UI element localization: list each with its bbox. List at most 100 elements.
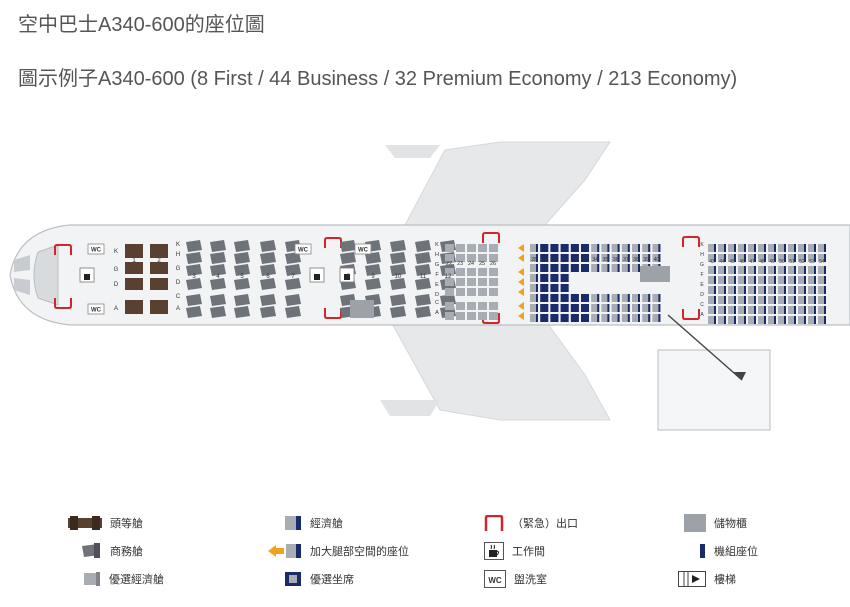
economy-seat-back <box>576 254 579 262</box>
economy-seat <box>611 294 620 302</box>
economy-seat-back <box>744 296 746 304</box>
premium-seat <box>478 244 487 252</box>
row-number: 46 <box>739 259 745 265</box>
economy-seat-back <box>814 316 816 324</box>
row-number: 3 <box>192 274 196 280</box>
economy-seat-back <box>734 316 736 324</box>
economy-seat <box>601 244 610 252</box>
preferred-seat <box>560 284 569 292</box>
preferred-seat <box>570 294 579 302</box>
toilet-label: WC <box>298 248 309 254</box>
premium-seat <box>478 312 487 320</box>
economy-seat-back <box>824 276 826 284</box>
premium-seat <box>478 268 487 276</box>
economy-seat <box>611 254 620 262</box>
economy-seat <box>808 286 816 294</box>
economy-seat <box>818 276 826 284</box>
economy-seat <box>778 266 786 274</box>
stairs-inset <box>657 314 771 431</box>
economy-seat-back <box>794 244 796 252</box>
economy-seat-back <box>824 316 826 324</box>
economy-seat <box>748 306 756 314</box>
seat-letter: D <box>700 292 704 298</box>
economy-seat-back <box>754 306 756 314</box>
economy-seat <box>758 266 766 274</box>
economy-seat-back <box>744 276 746 284</box>
economy-seat-back <box>556 284 559 292</box>
exit-marker-0 <box>54 244 72 255</box>
economy-seat <box>591 244 600 252</box>
economy-seat-back <box>714 296 716 304</box>
economy-seat <box>798 244 806 252</box>
economy-seat-back <box>714 306 716 314</box>
economy-seat <box>758 276 766 284</box>
economy-seat <box>642 244 651 252</box>
preferred-seat <box>550 274 559 282</box>
first-seat <box>150 278 168 290</box>
economy-seat <box>601 314 610 322</box>
economy-seat-back <box>754 316 756 324</box>
economy-seat <box>728 254 736 262</box>
economy-seat <box>601 304 610 312</box>
premium-seat <box>489 312 498 320</box>
economy-seat-back <box>556 264 559 272</box>
preferred-seat <box>550 264 559 272</box>
premium-seat <box>489 288 498 296</box>
economy-seat <box>601 294 610 302</box>
economy-seat-back <box>724 286 726 294</box>
economy-seat-back <box>764 266 766 274</box>
business-seat <box>186 306 202 318</box>
seat-letter: G <box>700 262 704 268</box>
premium-seat <box>445 268 454 276</box>
economy-seat-back <box>638 314 640 322</box>
svg-text:WC: WC <box>488 576 502 585</box>
economy-seat <box>718 266 726 274</box>
preferred-seat <box>560 304 569 312</box>
economy-seat-back <box>597 264 600 272</box>
business-seat <box>285 252 301 264</box>
toilet-icon: WC <box>484 570 506 588</box>
first-seat <box>150 262 168 274</box>
economy-seat-back <box>764 254 766 262</box>
economy-seat <box>808 254 816 262</box>
economy-seat-back <box>617 304 620 312</box>
business-seat <box>260 252 276 264</box>
economy-seat-back <box>556 274 559 282</box>
extra-legroom-arrow <box>518 302 524 310</box>
galley-icon <box>484 542 504 560</box>
business-seat <box>234 252 250 264</box>
economy-seat-back <box>794 286 796 294</box>
economy-seat-back <box>734 254 736 262</box>
preferred-seat <box>540 304 549 312</box>
premium-seat <box>456 312 465 320</box>
economy-seat-back <box>824 286 826 294</box>
economy-seat-back <box>724 316 726 324</box>
economy-seat <box>788 254 796 262</box>
economy-seat <box>530 274 538 282</box>
economy-seat-back <box>597 244 600 252</box>
economy-seat-back <box>556 244 559 252</box>
business-seat <box>186 294 202 306</box>
economy-seat <box>728 286 736 294</box>
business-seat <box>186 264 202 276</box>
economy-seat <box>591 264 600 272</box>
business-class-icon <box>80 543 102 559</box>
preferred-seat <box>560 294 569 302</box>
legend-item-storage: 儲物櫃 <box>684 513 747 533</box>
economy-seat <box>818 286 826 294</box>
economy-seat-back <box>794 276 796 284</box>
row-number: 29 <box>541 257 547 263</box>
row-number: 10 <box>395 274 402 280</box>
preferred-seat <box>581 244 589 252</box>
economy-seat-back <box>794 296 796 304</box>
economy-seat <box>728 276 736 284</box>
row-number: 12 <box>445 274 452 280</box>
economy-seat-back <box>774 266 776 274</box>
economy-seat-back <box>607 264 610 272</box>
economy-seat <box>818 254 826 262</box>
economy-seat <box>611 314 620 322</box>
seat-letter: C <box>176 294 181 300</box>
economy-seat-back <box>714 244 716 252</box>
premium-seat <box>445 254 454 262</box>
premium-seat <box>489 244 498 252</box>
